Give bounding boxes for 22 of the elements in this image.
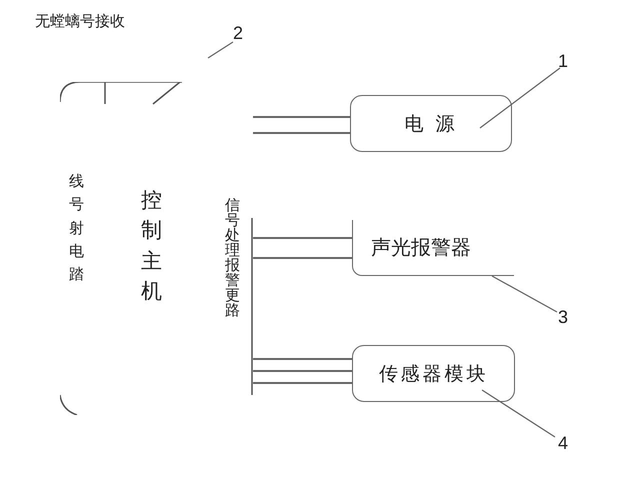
wire — [253, 382, 352, 384]
leader-line — [482, 390, 556, 438]
wire — [253, 358, 352, 360]
wire — [253, 132, 350, 134]
leader-line — [492, 275, 558, 313]
wire — [253, 116, 350, 118]
sensor-box: 传感器模块 — [352, 345, 515, 402]
bus-label: 信号处理报警更路 — [224, 198, 241, 318]
power-box: 电 源 — [350, 95, 512, 152]
heading-text: 无螳螭号接收 — [35, 12, 125, 31]
wire — [253, 237, 352, 239]
leader-line — [480, 68, 560, 128]
wire — [253, 370, 352, 372]
callout-number: 1 — [556, 50, 570, 72]
callout-number: 3 — [556, 306, 570, 328]
host-label: 控制主机 — [140, 187, 163, 306]
callout-number: 2 — [231, 22, 245, 44]
callout-number: 4 — [556, 432, 570, 454]
wire — [253, 257, 352, 259]
side-text: 线号射电踏 — [68, 171, 85, 285]
leader-line — [208, 42, 234, 58]
alarm-box: 声光报警器 — [352, 220, 514, 276]
